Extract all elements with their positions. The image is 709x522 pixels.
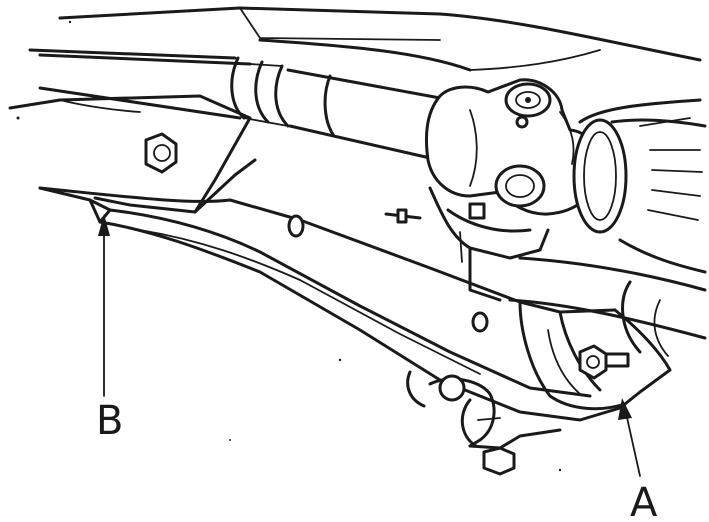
callout-b-arrowhead	[98, 214, 110, 236]
driveshaft	[38, 53, 442, 160]
spring-bracket	[428, 186, 550, 302]
callout-a-label: A	[630, 480, 658, 522]
mounting-nut	[144, 132, 178, 174]
callout-b-label: B	[96, 398, 123, 444]
universal-joint	[425, 78, 600, 216]
bracket-bolt	[384, 202, 486, 224]
differential-housing	[572, 98, 707, 274]
lower-control-arm	[38, 186, 622, 422]
frame-rail	[28, 6, 702, 72]
rear-bushing-bracket	[518, 300, 672, 411]
callout-b: B	[96, 214, 123, 444]
bushing-bolt	[578, 344, 630, 380]
lower-ball-joint	[406, 370, 562, 476]
paper-speckle	[16, 20, 562, 472]
callout-a: A	[618, 398, 658, 522]
crossmember-plate	[8, 94, 257, 214]
callout-a-arrowhead	[618, 398, 632, 420]
